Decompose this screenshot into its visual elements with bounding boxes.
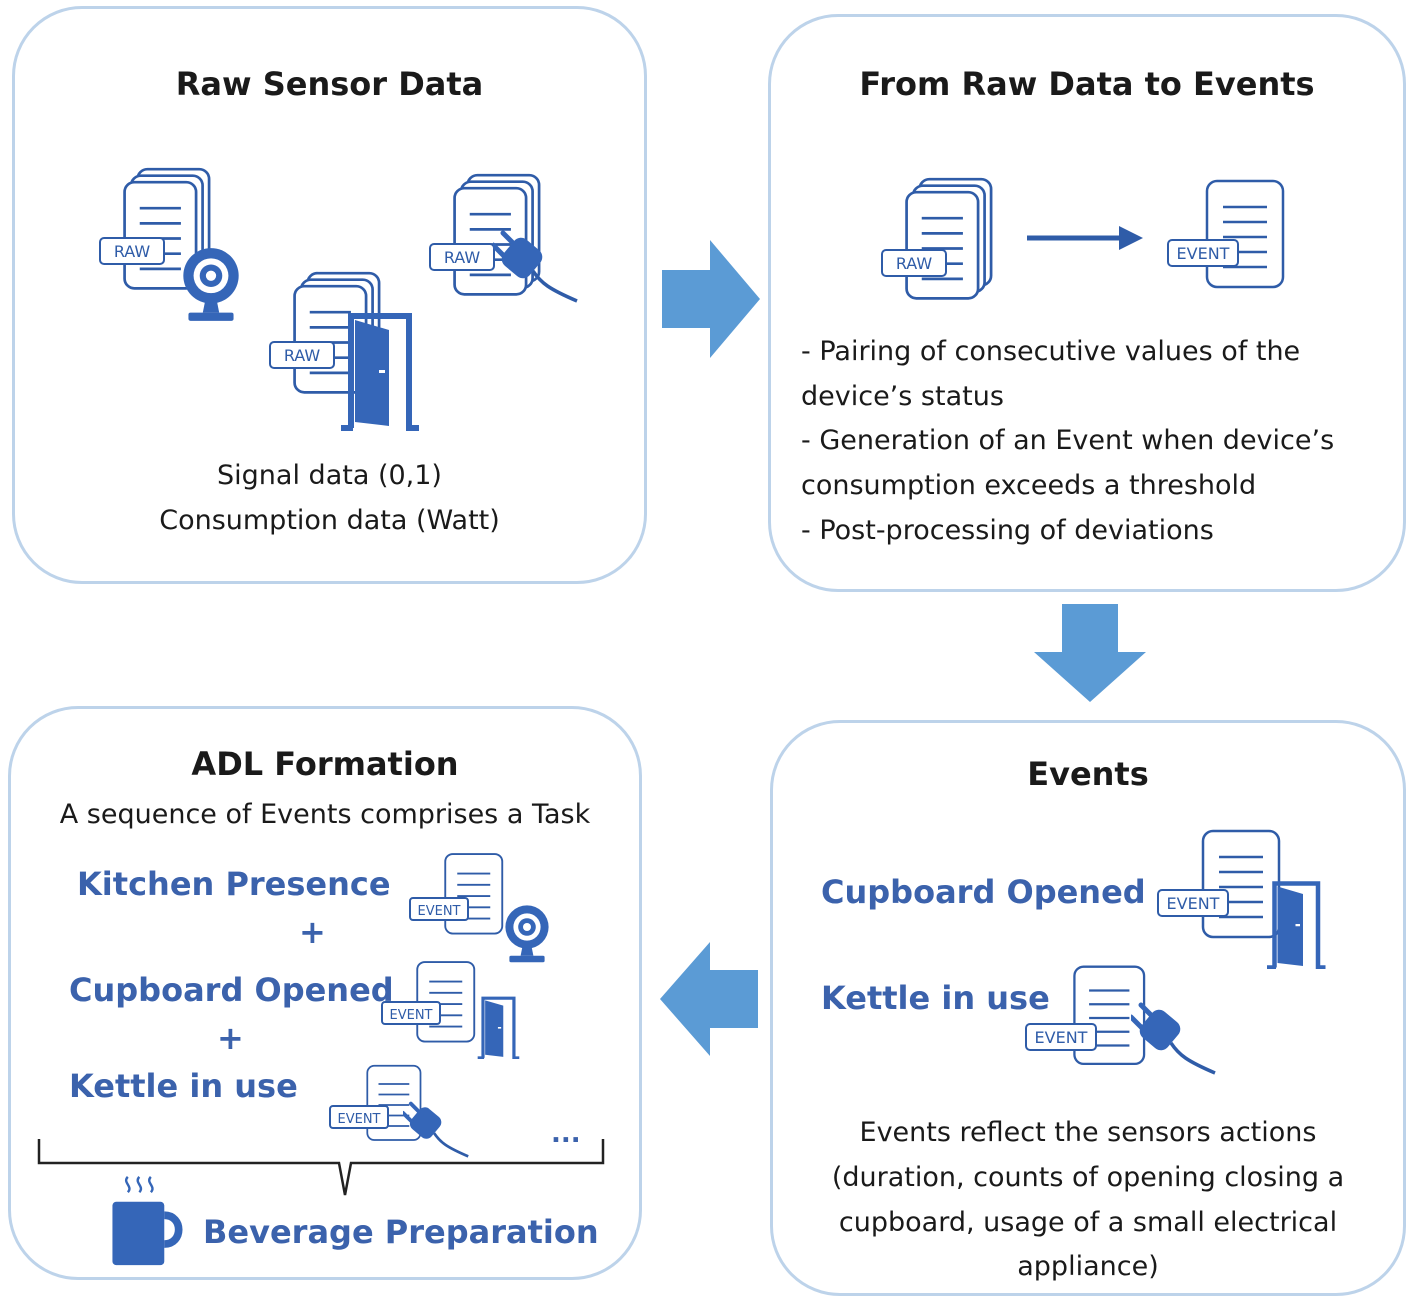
adl-item-kettle-in-use: Kettle in use [69,1067,298,1105]
document-icon [441,851,511,941]
caption-consumption-data: Consumption data (Watt) [159,505,500,536]
bullet-line: - Post-processing of deviations [801,515,1214,546]
events-description-line: (duration, counts of opening closing a [831,1162,1345,1193]
svg-text:EVENT: EVENT [418,904,461,919]
raw-tag: RAW [881,249,947,277]
caption-signal-data: Signal data (0,1) [217,460,442,491]
document-stack-icon [901,177,1001,307]
grouping-brace [37,1139,605,1196]
svg-text:EVENT: EVENT [1177,244,1230,263]
panel-events: Events Cupboard Opened EVENT Kettle in u… [770,720,1406,1296]
raw-tag: RAW [99,237,165,265]
event-cupboard-opened: Cupboard Opened [821,873,1146,911]
svg-text:EVENT: EVENT [338,1112,381,1127]
door-icon [469,995,529,1059]
panel-title: ADL Formation [191,745,459,783]
event-tag: EVENT [381,1001,441,1025]
webcam-icon [178,245,244,327]
arrow-down-icon [1034,604,1146,702]
bullet-line: consumption exceeds a threshold [801,470,1257,501]
svg-text:EVENT: EVENT [390,1008,433,1023]
panel-title: Events [1027,755,1149,793]
events-description-line: Events reflect the sensors actions [859,1117,1317,1148]
panel-adl-formation: ADL Formation A sequence of Events compr… [8,706,642,1280]
arrow-left-icon [660,942,758,1056]
adl-subtitle: A sequence of Events comprises a Task [59,799,591,830]
panel-title: Raw Sensor Data [175,65,484,103]
panel-raw-sensor-data: Raw Sensor Data RAW RAW RAW Signal data … [12,6,647,584]
svg-text:RAW: RAW [114,242,151,261]
mug-icon [107,1173,187,1269]
event-tag: EVENT [1025,1023,1097,1051]
bullet-line: device’s status [801,381,1004,412]
panel-title: From Raw Data to Events [859,65,1315,103]
bullet-line: - Pairing of consecutive values of the [801,336,1301,367]
panel-raw-to-events: From Raw Data to Events RAW EVENT - Pair… [768,14,1406,592]
svg-text:RAW: RAW [896,254,933,273]
svg-text:EVENT: EVENT [1035,1028,1088,1047]
door-icon [1257,879,1337,969]
event-tag: EVENT [329,1105,389,1129]
svg-text:RAW: RAW [444,248,481,267]
event-tag: EVENT [1167,239,1239,267]
adl-item-cupboard-opened: Cupboard Opened [69,971,394,1009]
arrow-right-icon [662,240,760,358]
arrow-right-icon [1027,226,1143,250]
svg-text:EVENT: EVENT [1167,894,1220,913]
svg-text:RAW: RAW [284,346,321,365]
events-description-line: cupboard, usage of a small electrical [838,1207,1338,1238]
bullet-line: - Generation of an Event when device’s [801,425,1335,456]
door-icon [341,309,421,431]
plug-icon [1131,999,1221,1079]
raw-tag: RAW [269,341,335,369]
webcam-icon [503,903,551,967]
plus-sign: + [299,913,326,951]
events-description-line: appliance) [1017,1251,1159,1282]
adl-item-kitchen-presence: Kitchen Presence [77,865,391,903]
adl-result-beverage-preparation: Beverage Preparation [203,1213,599,1251]
event-kettle-in-use: Kettle in use [821,979,1050,1017]
event-tag: EVENT [409,897,469,921]
plus-sign: + [217,1019,244,1057]
event-tag: EVENT [1157,889,1229,917]
plug-icon [493,227,583,307]
raw-tag: RAW [429,243,495,271]
adl-ellipsis: ... [551,1119,581,1149]
document-icon [1203,177,1293,297]
